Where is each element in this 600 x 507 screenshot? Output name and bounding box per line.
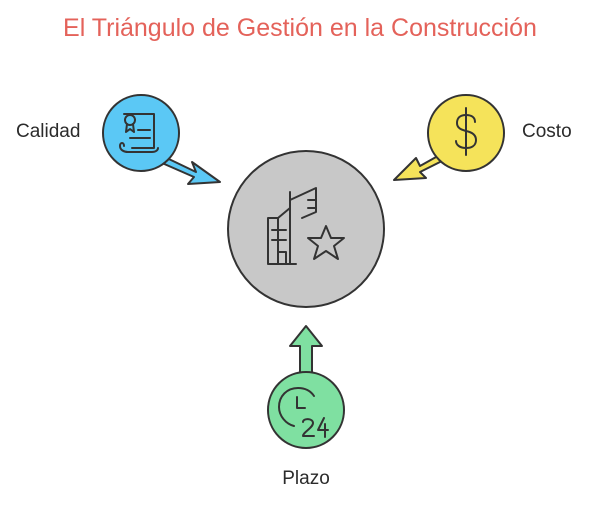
- calidad-label: Calidad: [16, 121, 81, 142]
- costo-node: [393, 94, 505, 181]
- diagram-title: El Triángulo de Gestión en la Construcci…: [63, 14, 537, 42]
- plazo-node: [267, 325, 345, 449]
- clock-24-icon: [278, 387, 329, 438]
- calidad-node: [102, 94, 221, 185]
- center-node: [227, 150, 385, 308]
- plazo-arrow: [289, 325, 323, 379]
- certificate-scroll-icon: [119, 113, 159, 153]
- costo-label: Costo: [522, 121, 572, 142]
- buildings-star-icon: [267, 187, 345, 265]
- plazo-label: Plazo: [282, 468, 330, 489]
- dollar-sign-icon: [455, 107, 478, 156]
